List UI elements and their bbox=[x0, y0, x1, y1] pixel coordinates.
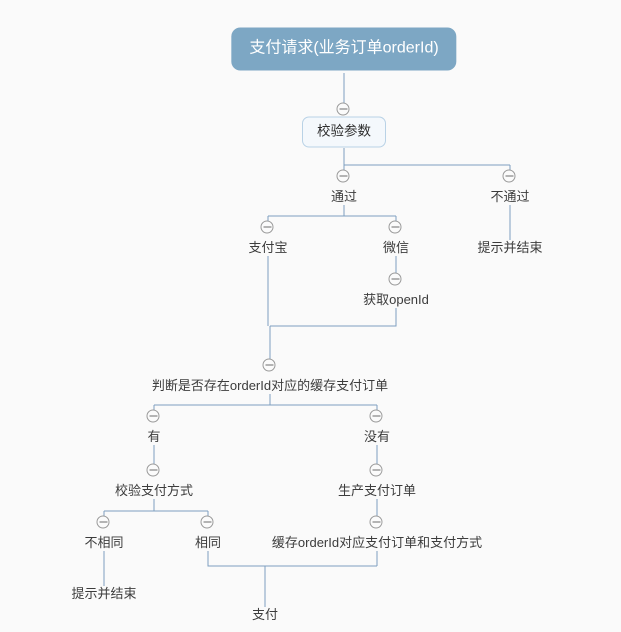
node-n17[interactable]: 提示并结束 bbox=[71, 586, 137, 601]
collapse-minus-icon[interactable] bbox=[146, 463, 162, 479]
toggle-minus-bar bbox=[372, 469, 380, 471]
toggle-minus-bar bbox=[339, 108, 347, 110]
node-n15[interactable]: 相同 bbox=[194, 535, 222, 550]
node-n1[interactable]: 支付请求(业务订单orderId) bbox=[231, 27, 457, 71]
connector-n9-split3 bbox=[153, 394, 378, 410]
collapse-minus-icon[interactable] bbox=[262, 358, 278, 374]
toggle-minus-bar bbox=[265, 364, 273, 366]
toggle-minus-bar bbox=[149, 415, 157, 417]
collapse-minus-icon[interactable] bbox=[336, 102, 352, 118]
node-n4[interactable]: 不通过 bbox=[490, 189, 530, 204]
node-n11[interactable]: 没有 bbox=[363, 429, 391, 444]
connector-n8-merge1 bbox=[270, 308, 397, 327]
toggle-minus-bar bbox=[99, 521, 107, 523]
connector-n15-merge2 bbox=[207, 551, 377, 567]
node-n8[interactable]: 获取openId bbox=[363, 292, 429, 307]
node-n5[interactable]: 提示并结束 bbox=[477, 240, 543, 255]
collapse-minus-icon[interactable] bbox=[388, 272, 404, 288]
toggle-minus-bar bbox=[372, 521, 380, 523]
node-n9[interactable]: 判断是否存在orderId对应的缓存支付订单 bbox=[151, 378, 389, 393]
node-n13[interactable]: 生产支付订单 bbox=[337, 483, 417, 498]
node-n2[interactable]: 校验参数 bbox=[302, 116, 386, 148]
collapse-minus-icon[interactable] bbox=[260, 220, 276, 236]
toggle-minus-bar bbox=[391, 278, 399, 280]
node-n10[interactable]: 有 bbox=[147, 429, 161, 444]
node-n18[interactable]: 支付 bbox=[251, 607, 279, 622]
node-n16[interactable]: 缓存orderId对应支付订单和支付方式 bbox=[271, 535, 483, 550]
node-n6[interactable]: 支付宝 bbox=[248, 240, 288, 255]
toggle-minus-bar bbox=[203, 521, 211, 523]
collapse-minus-icon[interactable] bbox=[369, 463, 385, 479]
toggle-minus-bar bbox=[263, 226, 271, 228]
collapse-minus-icon[interactable] bbox=[200, 515, 216, 531]
node-n3[interactable]: 通过 bbox=[330, 189, 358, 204]
node-n7[interactable]: 微信 bbox=[382, 240, 410, 255]
node-n14[interactable]: 不相同 bbox=[84, 535, 124, 550]
collapse-minus-icon[interactable] bbox=[369, 515, 385, 531]
connector-n12-split4 bbox=[103, 499, 209, 516]
collapse-minus-icon[interactable] bbox=[96, 515, 112, 531]
toggle-minus-bar bbox=[149, 469, 157, 471]
collapse-minus-icon[interactable] bbox=[388, 220, 404, 236]
connector-n3-split2 bbox=[267, 205, 397, 221]
collapse-minus-icon[interactable] bbox=[502, 169, 518, 185]
toggle-minus-bar bbox=[505, 175, 513, 177]
collapse-minus-icon[interactable] bbox=[146, 409, 162, 425]
toggle-minus-bar bbox=[372, 415, 380, 417]
toggle-minus-bar bbox=[391, 226, 399, 228]
collapse-minus-icon[interactable] bbox=[369, 409, 385, 425]
toggle-minus-bar bbox=[339, 175, 347, 177]
connector-n2-split1 bbox=[343, 148, 511, 170]
node-n12[interactable]: 校验支付方式 bbox=[114, 483, 194, 498]
collapse-minus-icon[interactable] bbox=[336, 169, 352, 185]
